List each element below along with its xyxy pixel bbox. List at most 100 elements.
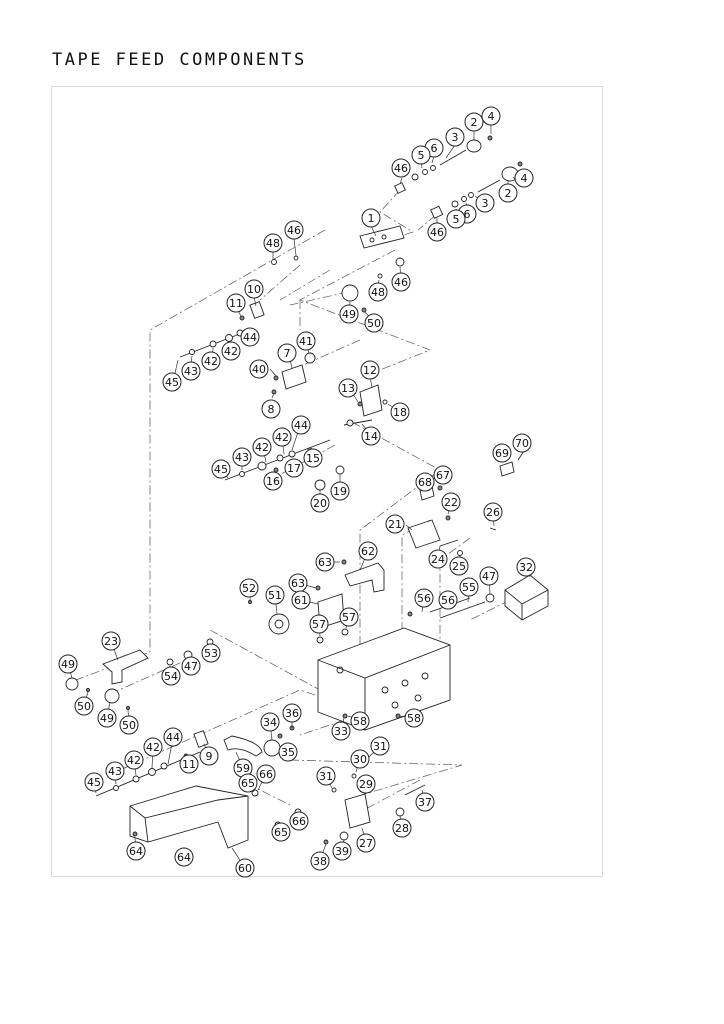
part-callout-2: 2: [464, 112, 484, 132]
callout-number: 43: [235, 451, 249, 464]
callout-number: 54: [164, 670, 178, 683]
callout-number: 50: [367, 317, 381, 330]
callout-number: 28: [395, 822, 409, 835]
part-callout-41: 41: [296, 331, 316, 351]
callout-number: 26: [486, 506, 500, 519]
callout-circle: [414, 588, 434, 608]
callout-number: 49: [342, 308, 356, 321]
part-callout-47: 47: [479, 566, 499, 586]
part-callout-59: 59: [233, 758, 253, 778]
part-callout-34: 34: [260, 712, 280, 732]
callout-number: 13: [341, 382, 355, 395]
callout-number: 46: [430, 226, 444, 239]
part-callout-24: 24: [428, 549, 448, 569]
callout-number: 62: [361, 545, 375, 558]
callout-circle: [271, 822, 291, 842]
callout-number: 57: [312, 618, 326, 631]
callout-number: 2: [471, 116, 478, 129]
callout-number: 9: [206, 750, 213, 763]
callout-circle: [201, 351, 221, 371]
callout-number: 31: [319, 770, 333, 783]
callout-number: 4: [521, 172, 528, 185]
callout-number: 51: [268, 589, 282, 602]
part-callout-11: 11: [226, 293, 246, 313]
callout-number: 7: [284, 347, 291, 360]
callout-number: 8: [268, 403, 275, 416]
callout-number: 21: [388, 518, 402, 531]
callout-number: 18: [393, 406, 407, 419]
callout-circle: [368, 282, 388, 302]
callout-number: 25: [452, 560, 466, 573]
part-callout-15: 15: [303, 448, 323, 468]
part-callout-43: 43: [232, 447, 252, 467]
part-callout-42: 42: [221, 341, 241, 361]
part-callout-49: 49: [58, 654, 78, 674]
callout-circle: [143, 737, 163, 757]
part-callout-40: 40: [249, 359, 269, 379]
part-callout-29: 29: [356, 774, 376, 794]
part-callout-58: 58: [404, 708, 424, 728]
part-callout-18: 18: [390, 402, 410, 422]
part-callout-25: 25: [449, 556, 469, 576]
part-callout-45: 45: [162, 372, 182, 392]
callout-number: 1: [368, 212, 375, 225]
callout-number: 45: [87, 776, 101, 789]
part-callout-58: 58: [350, 711, 370, 731]
part-callout-20: 20: [310, 493, 330, 513]
callout-number: 34: [263, 716, 277, 729]
callout-number: 44: [294, 419, 308, 432]
upper-shaft-assembly: [271, 135, 523, 313]
part-callout-17: 17: [284, 458, 304, 478]
callout-number: 66: [259, 768, 273, 781]
part-callout-42: 42: [201, 351, 221, 371]
callout-number: 63: [291, 577, 305, 590]
callout-circle: [260, 712, 280, 732]
callout-number: 30: [353, 753, 367, 766]
callout-number: 66: [292, 815, 306, 828]
part-callout-28: 28: [392, 818, 412, 838]
belt-pulley-assembly: [65, 638, 214, 710]
callout-circle: [441, 492, 461, 512]
callout-circle: [370, 736, 390, 756]
callout-circle: [84, 772, 104, 792]
callout-number: 42: [224, 345, 238, 358]
callout-number: 58: [407, 712, 421, 725]
part-callout-11: 11: [179, 754, 199, 774]
part-callout-43: 43: [105, 761, 125, 781]
callout-number: 58: [353, 715, 367, 728]
callout-number: 14: [364, 430, 378, 443]
callout-circle: [364, 313, 384, 333]
part-callout-63: 63: [288, 573, 308, 593]
part-callout-26: 26: [483, 502, 503, 522]
part-callout-7: 7: [277, 343, 297, 363]
callout-circle: [278, 742, 298, 762]
callout-circle: [256, 764, 276, 784]
part-callout-12: 12: [360, 360, 380, 380]
callout-number: 60: [238, 862, 252, 875]
callout-circle: [181, 656, 201, 676]
callout-circle: [449, 556, 469, 576]
callout-circle: [481, 106, 501, 126]
part-callout-50: 50: [74, 696, 94, 716]
part-callout-60: 60: [235, 858, 255, 878]
callout-circle: [512, 433, 532, 453]
callout-circle: [263, 233, 283, 253]
part-callout-23: 23: [101, 631, 121, 651]
callout-number: 33: [334, 725, 348, 738]
callout-number: 64: [177, 851, 191, 864]
callout-number: 56: [441, 594, 455, 607]
callout-circle: [332, 841, 352, 861]
part-callout-53: 53: [201, 643, 221, 663]
callout-number: 11: [229, 297, 243, 310]
callout-circle: [303, 448, 323, 468]
part-callout-70: 70: [512, 433, 532, 453]
part-callout-32: 32: [516, 557, 536, 577]
callout-circle: [360, 360, 380, 380]
part-callout-68: 68: [415, 472, 435, 492]
part-callout-65: 65: [271, 822, 291, 842]
part-callout-66: 66: [256, 764, 276, 784]
callout-number: 50: [122, 719, 136, 732]
callout-circle: [356, 774, 376, 794]
callout-number: 65: [274, 826, 288, 839]
